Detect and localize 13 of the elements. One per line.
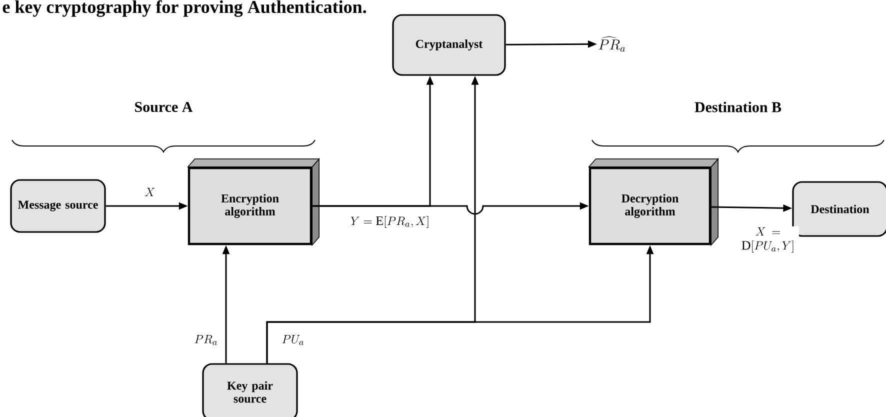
- edge-label: $X$: [144, 186, 156, 198]
- cryptanalyst-box: Cryptanalyst: [392, 14, 506, 76]
- message-source-box: Message source: [10, 179, 106, 233]
- destination-box: Destination: [792, 181, 886, 237]
- key-pair-box: Key pair source: [202, 363, 298, 417]
- edge-label: $PU_a$: [280, 334, 306, 346]
- heading: e key cryptography for proving Authentication.: [2, 0, 366, 17]
- edge-label: $PR_a$: [193, 334, 219, 346]
- edge-label: $Y = \mathrm{E}[PR_a, X]$: [349, 215, 431, 229]
- edge-label: $X = \mathrm{D}[PU_a, Y]$: [737, 226, 799, 254]
- section-label: Source A: [135, 102, 193, 112]
- section-label: Destination B: [694, 102, 782, 112]
- estimate-label: $\widehat{PR}_a$: [598, 36, 626, 52]
